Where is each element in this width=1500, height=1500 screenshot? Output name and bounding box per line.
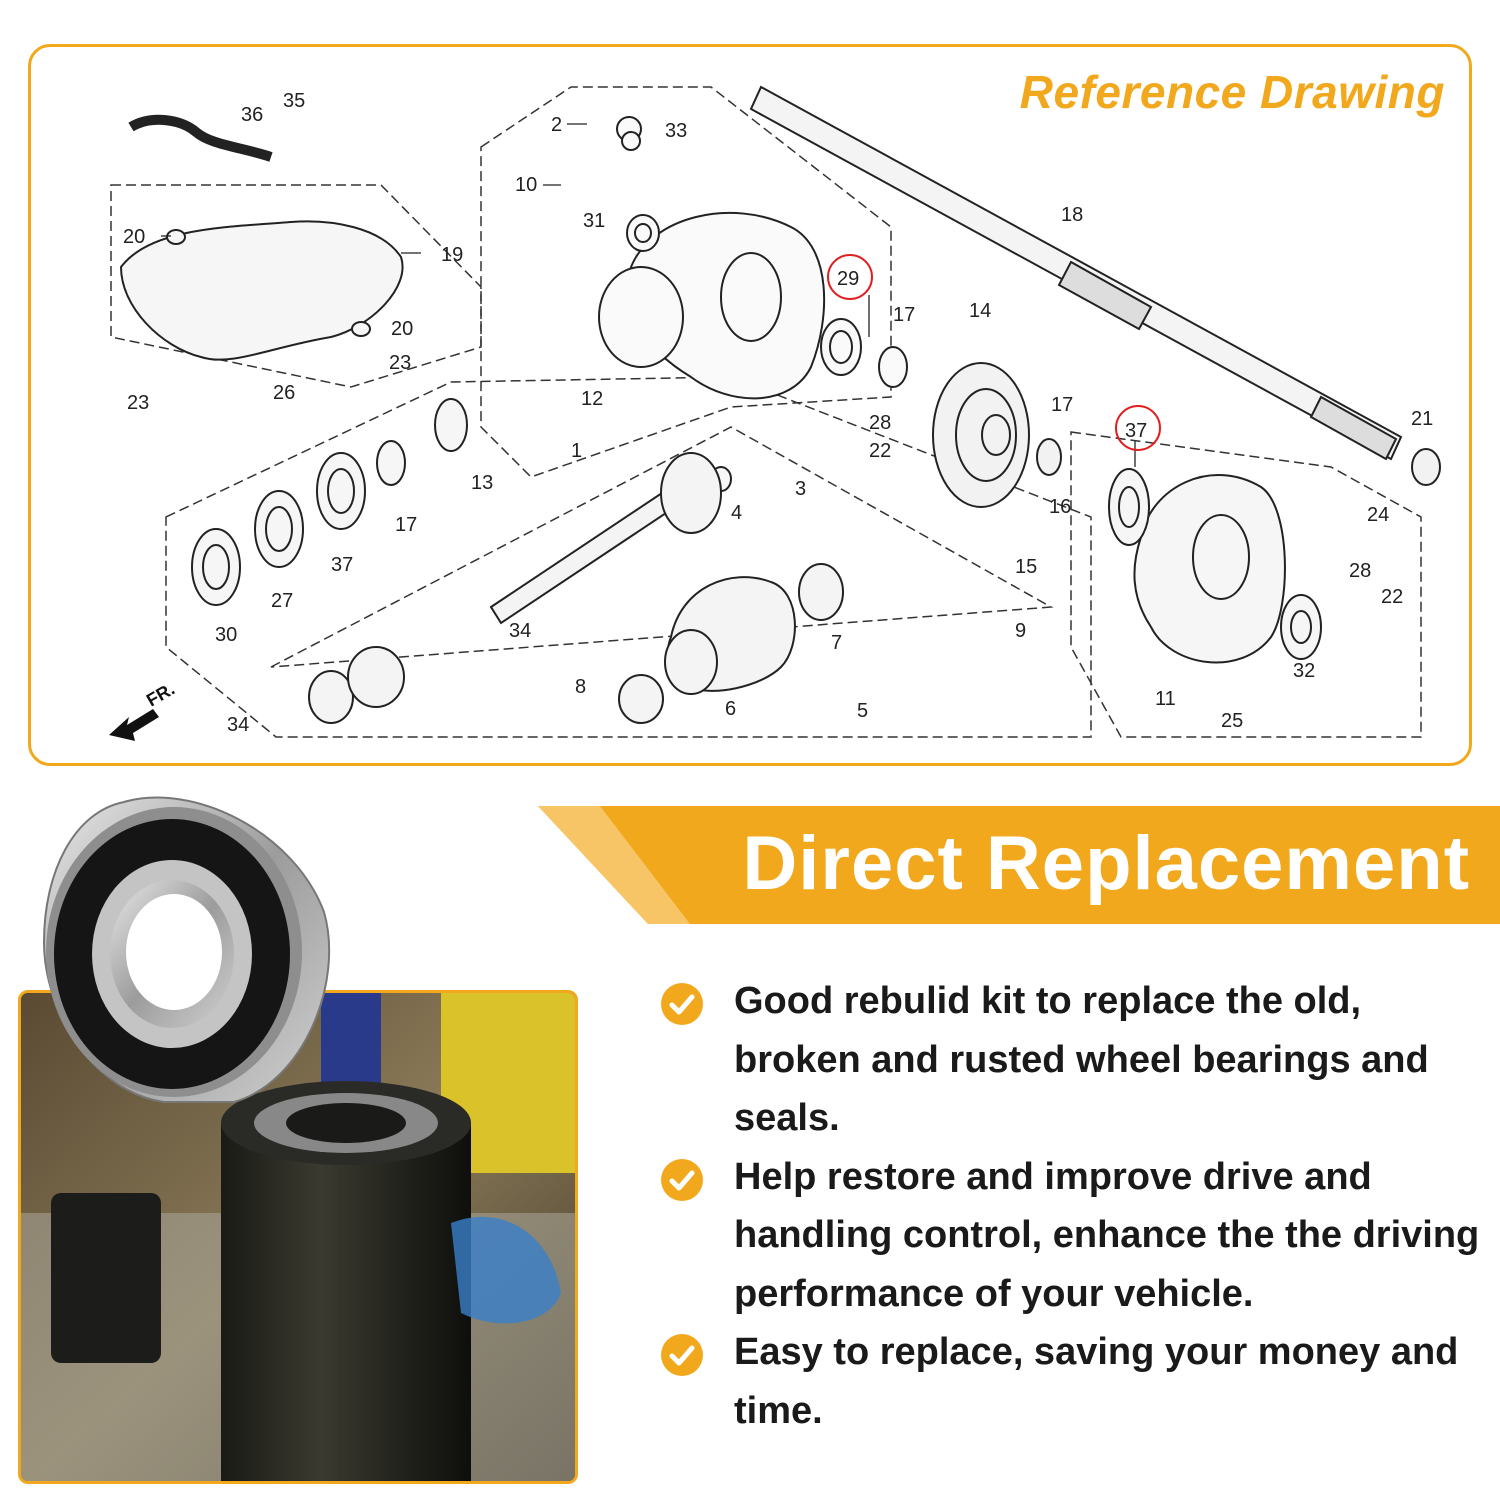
direct-replacement-banner <box>538 806 1500 924</box>
svg-text:20: 20 <box>391 318 413 340</box>
check-circle-icon <box>661 983 703 1025</box>
svg-text:12: 12 <box>581 388 603 410</box>
direction-arrow-icon: FR. <box>109 679 178 741</box>
svg-text:27: 27 <box>271 590 293 612</box>
svg-text:31: 31 <box>583 210 605 232</box>
svg-text:23: 23 <box>389 352 411 374</box>
svg-text:15: 15 <box>1015 556 1037 578</box>
check-circle-icon <box>661 1158 703 1201</box>
svg-text:14: 14 <box>969 300 991 322</box>
svg-text:29: 29 <box>837 268 859 290</box>
svg-text:23: 23 <box>127 392 149 414</box>
svg-text:24: 24 <box>1367 504 1389 526</box>
banner-title: Direct Replacement <box>742 821 1470 906</box>
bearing-product-image <box>42 796 331 1103</box>
svg-text:8: 8 <box>575 676 586 698</box>
svg-text:11: 11 <box>1155 688 1176 710</box>
svg-text:FR.: FR. <box>143 679 178 711</box>
feature-text: Good rebulid kit to replace the old, bro… <box>734 980 1429 1139</box>
svg-text:4: 4 <box>731 502 742 524</box>
svg-text:3: 3 <box>795 478 806 500</box>
svg-text:6: 6 <box>725 698 736 720</box>
reference-drawing-title: Reference Drawing <box>1019 66 1445 118</box>
svg-text:17: 17 <box>893 304 915 326</box>
svg-text:22: 22 <box>869 440 891 462</box>
check-circle-icon <box>661 1334 703 1376</box>
installation-photo-graphic <box>21 993 575 1481</box>
svg-text:5: 5 <box>857 700 868 722</box>
svg-text:16: 16 <box>1049 496 1071 518</box>
svg-text:36: 36 <box>241 104 263 126</box>
svg-text:21: 21 <box>1411 408 1433 430</box>
svg-text:7: 7 <box>831 632 842 654</box>
svg-text:2: 2 <box>551 114 562 136</box>
svg-text:17: 17 <box>395 514 417 536</box>
svg-text:34: 34 <box>509 620 531 642</box>
svg-text:9: 9 <box>1015 620 1026 642</box>
svg-text:18: 18 <box>1061 204 1083 226</box>
svg-text:17: 17 <box>1051 394 1073 416</box>
svg-text:22: 22 <box>1381 586 1403 608</box>
svg-text:37: 37 <box>331 554 353 576</box>
svg-text:34: 34 <box>227 714 249 736</box>
feature-list: Good rebulid kit to replace the old, bro… <box>660 972 1480 1440</box>
svg-text:28: 28 <box>869 412 891 434</box>
svg-text:25: 25 <box>1221 710 1243 732</box>
svg-text:37: 37 <box>1125 420 1147 442</box>
svg-text:26: 26 <box>273 382 295 404</box>
svg-text:30: 30 <box>215 624 237 646</box>
svg-text:13: 13 <box>471 472 493 494</box>
feature-text: Easy to replace, saving your money and t… <box>734 1331 1459 1432</box>
installation-photo <box>18 990 578 1484</box>
feature-item: Help restore and improve drive and handl… <box>660 1148 1480 1324</box>
feature-item: Easy to replace, saving your money and t… <box>660 1323 1480 1440</box>
svg-text:32: 32 <box>1293 660 1315 682</box>
svg-text:1: 1 <box>571 440 582 462</box>
svg-text:33: 33 <box>665 120 687 142</box>
svg-text:10: 10 <box>515 174 537 196</box>
svg-text:28: 28 <box>1349 560 1371 582</box>
feature-item: Good rebulid kit to replace the old, bro… <box>660 972 1480 1148</box>
svg-text:20: 20 <box>123 226 145 248</box>
feature-text: Help restore and improve drive and handl… <box>734 1155 1480 1315</box>
svg-text:35: 35 <box>283 90 305 112</box>
svg-text:19: 19 <box>441 244 463 266</box>
